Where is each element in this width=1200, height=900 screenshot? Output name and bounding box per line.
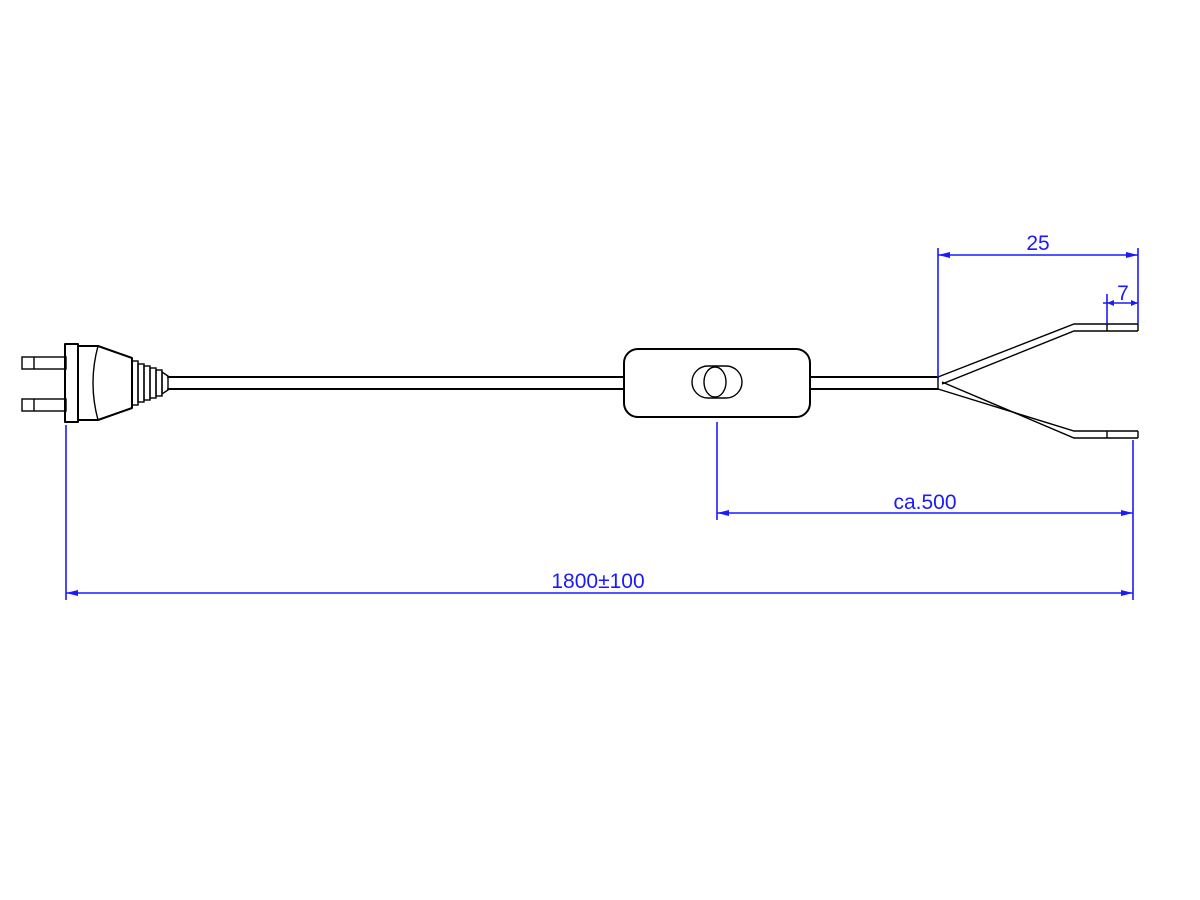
- dimension-split-length-label: 25: [1026, 232, 1049, 255]
- dimension-split-length: 25: [937, 232, 1139, 377]
- switch-rocker: [691, 365, 743, 399]
- split-wire-lower: [937, 381, 1139, 439]
- switch-housing: [623, 348, 811, 418]
- dimension-switch-to-end: ca.500: [716, 422, 1134, 520]
- plug-pin-upper: [21, 356, 67, 370]
- dimension-switch-to-end-label: ca.500: [893, 491, 956, 514]
- inline-switch: [623, 348, 811, 418]
- plug-body: [77, 345, 133, 421]
- split-wire-upper: [937, 323, 1139, 385]
- plug-pin-lower: [21, 398, 67, 412]
- switch-rocker-button: [703, 366, 727, 398]
- dimension-overall-length-label: 1800±100: [551, 570, 644, 593]
- euro-plug: [21, 343, 169, 423]
- strain-relief: [131, 360, 169, 406]
- plug-face: [64, 343, 79, 423]
- output-cable: [809, 376, 939, 390]
- dimension-overall-length: 1800±100: [65, 425, 1134, 600]
- power-cable: [167, 376, 625, 390]
- dimension-strip-length: 7: [1103, 282, 1138, 324]
- dimension-strip-length-label: 7: [1117, 282, 1129, 305]
